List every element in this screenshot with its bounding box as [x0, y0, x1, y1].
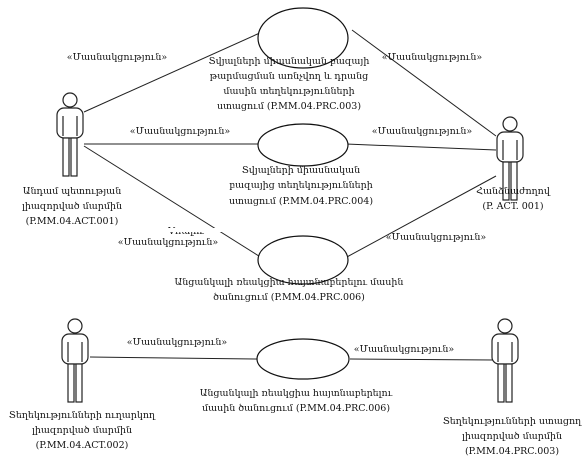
use-case-1-line-1: Տվյալների միասնական բազայի — [209, 56, 370, 67]
actor-3-label-line-1: Տեղեկությունների ուղարկող — [9, 410, 156, 421]
use-case-ellipse-4 — [256, 338, 350, 380]
actor-4-label: Տեղեկությունների ստացող լիազորված մարմին… — [443, 416, 582, 457]
actor-leg-left — [62, 137, 70, 177]
use-case-2-line-3: ստացում (P.MM.04.PRC.004) — [229, 196, 373, 207]
actor-figure-2 — [496, 116, 524, 201]
actor-leg-right — [75, 363, 83, 403]
relation-label-actor1-uc3: «Մասնակցություն» — [118, 237, 219, 248]
use-case-ellipse-1 — [257, 7, 349, 69]
actor-head — [62, 92, 78, 108]
actor-3-label-line-3: (P.MM.04.ACT.002) — [36, 440, 129, 451]
use-case-ellipses — [256, 7, 350, 380]
connector-actor4-uc4 — [349, 358, 495, 361]
actor-body — [61, 333, 89, 365]
relation-label-actor4-uc4: «Մասնակցություն» — [354, 344, 455, 355]
use-case-4-line-2: մասին ծանուցում (P.MM.04.PRC.006) — [202, 403, 390, 414]
actor-leg-left — [502, 161, 510, 201]
actor-head — [502, 116, 518, 132]
actor-1-label-line-3: (P.MM.04.ACT.001) — [26, 216, 119, 227]
actor-head — [67, 318, 83, 334]
actor-body — [56, 107, 84, 139]
actor-2-label: Հանձնաժողով (P. ACT. 001) — [476, 186, 551, 212]
relation-label-actor1-uc1: «Մասնակցություն» — [67, 52, 168, 63]
actor-1-label-line-2: լիազորված մարմին — [22, 201, 122, 212]
actor-leg-right — [505, 363, 513, 403]
actor-1-label: Անդամ պետության լիազորված մարմին (P.MM.0… — [22, 186, 122, 227]
use-case-1-line-4: ստացում (P.MM.04.PRC.003) — [217, 101, 361, 112]
actor-leg-left — [67, 363, 75, 403]
relation-label-actor3-uc4: «Մասնակցություն» — [127, 337, 228, 348]
connector-actor1-uc3 — [83, 145, 263, 259]
connector-actor2-uc3 — [344, 175, 497, 259]
actor-leg-right — [510, 161, 518, 201]
overlap-mask — [150, 228, 230, 232]
connector-actor2-uc2 — [345, 143, 497, 151]
actor-4-label-line-1: Տեղեկությունների ստացող — [443, 416, 582, 427]
actor-4-label-line-3: (P.MM.04.PRC.003) — [465, 446, 559, 457]
use-case-1: Տվյալների միասնական բազայի թարմացման առն… — [209, 56, 370, 112]
actor-leg-right — [70, 137, 78, 177]
actor-head — [497, 318, 513, 334]
actor-leg-left — [497, 363, 505, 403]
connector-actor2-uc1 — [351, 29, 497, 137]
use-case-2-line-1: Տվյալների միասնական — [242, 165, 360, 176]
actor-figure-3 — [61, 318, 89, 403]
actor-3-label-line-2: լիազորված մարմին — [32, 425, 132, 436]
use-case-ellipse-2 — [257, 123, 349, 167]
connections — [83, 29, 497, 361]
use-case-2-line-2: բազայից տեղեկությունների — [229, 180, 372, 191]
use-case-4: Անցանկալի ռեակցիա հայտնաբերելու մասին ծա… — [200, 388, 393, 414]
relation-label-actor1-uc2: «Մասնակցություն» — [130, 126, 231, 137]
actor-2-label-line-1: Հանձնաժողով — [476, 186, 551, 197]
actor-body — [496, 131, 524, 163]
connector-actor1-uc1 — [83, 31, 263, 113]
relation-label-actor2-uc1: «Մասնակցություն» — [382, 52, 483, 63]
actor-figure-1 — [56, 92, 84, 177]
actor-3-label: Տեղեկությունների ուղարկող լիազորված մարմ… — [9, 410, 156, 451]
use-case-3-line-2: ծանուցում (P.MM.04.PRC.006) — [213, 292, 365, 303]
relation-label-actor2-uc3: «Մասնակցություն» — [386, 232, 487, 243]
actor-1-label-line-1: Անդամ պետության — [23, 186, 121, 197]
connector-actor3-uc4 — [89, 356, 259, 360]
use-case-3: Անցանկալի ռեակցիա հայտնաբերելու մասին ծա… — [175, 277, 404, 303]
use-case-2: Տվյալների միասնական բազայից տեղեկություն… — [229, 165, 373, 207]
use-case-1-line-2: թարմացման առնչվող և դրանց — [210, 71, 368, 82]
actor-body — [491, 333, 519, 365]
use-case-ellipse-3 — [257, 235, 349, 285]
actor-2-label-line-2: (P. ACT. 001) — [482, 201, 543, 212]
relation-label-actor2-uc2: «Մասնակցություն» — [372, 126, 473, 137]
relation-labels: «Մասնակցություն» «Մասնակցություն» «Մասնա… — [67, 52, 487, 355]
use-case-3-line-1: Անցանկալի ռեակցիա հայտնաբերելու մասին — [175, 277, 404, 288]
actor-figure-4 — [491, 318, 519, 403]
use-case-1-line-3: մասին տեղեկությունների — [223, 86, 354, 97]
actor-4-label-line-2: լիազորված մարմին — [462, 431, 562, 442]
use-case-4-line-1: Անցանկալի ռեակցիա հայտնաբերելու — [200, 388, 393, 399]
